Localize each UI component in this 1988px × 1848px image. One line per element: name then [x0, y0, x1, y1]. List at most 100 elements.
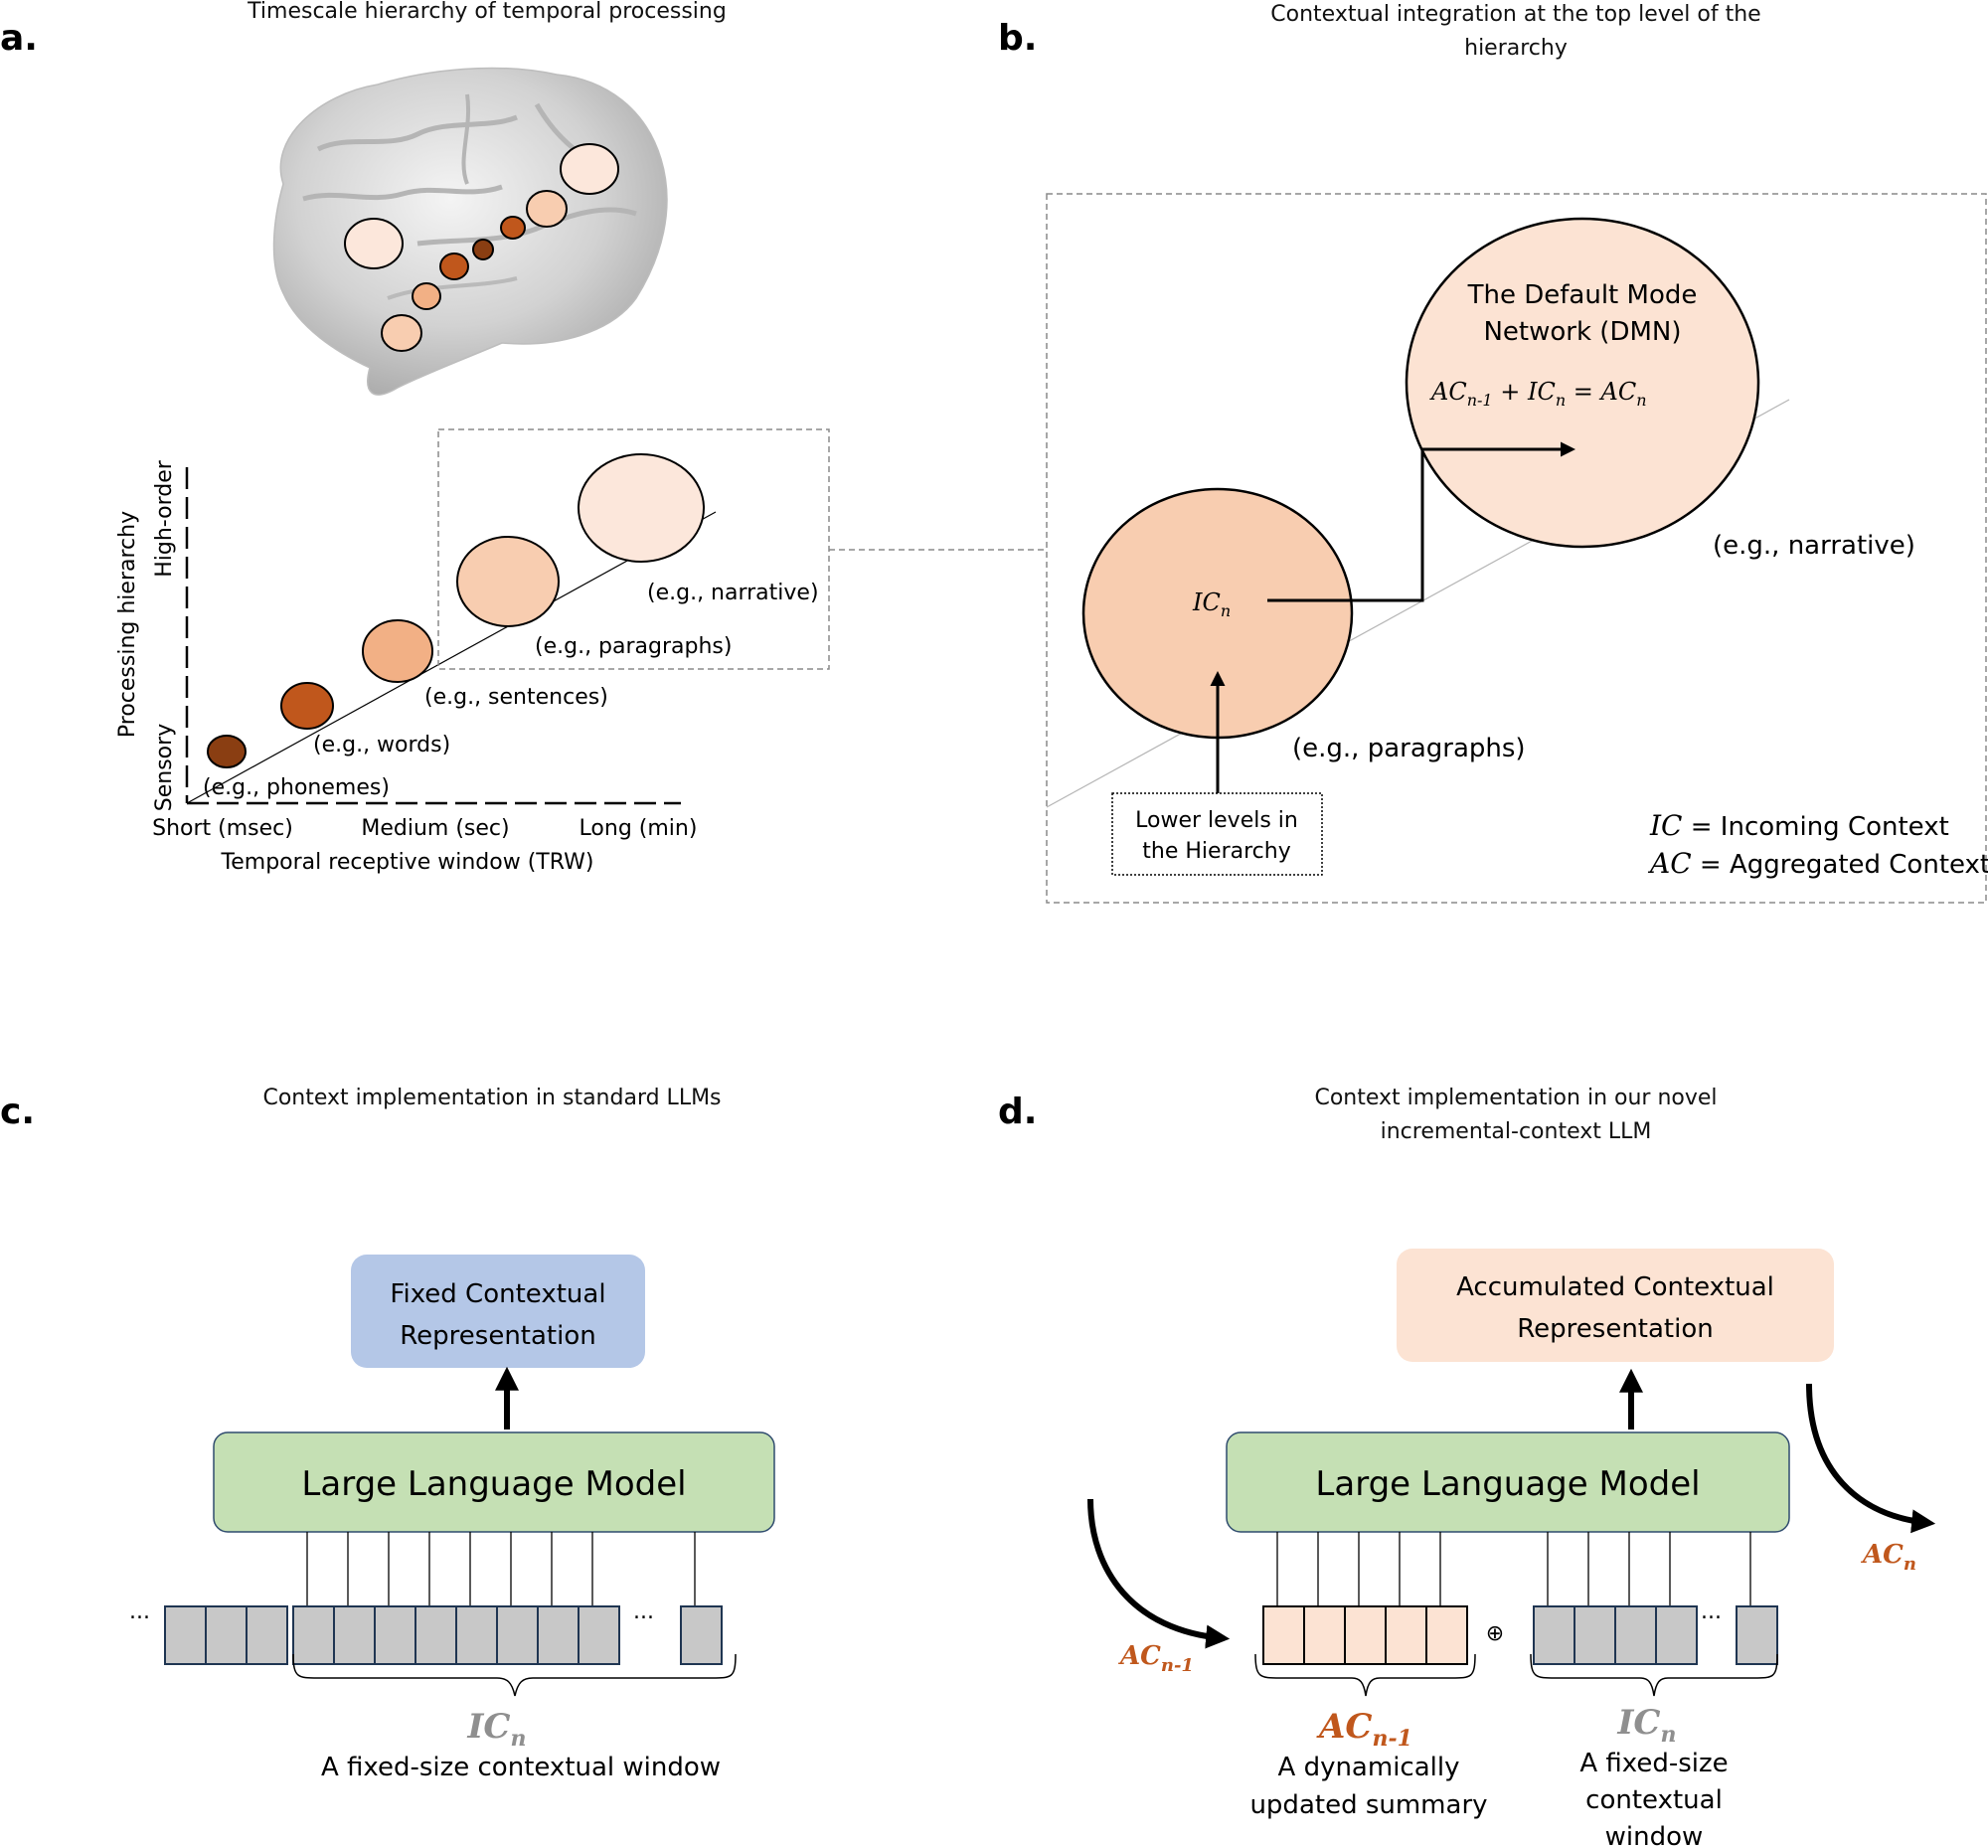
summary-token: [1425, 1605, 1468, 1665]
x-axis-label: Temporal receptive window (TRW): [221, 850, 594, 875]
summary-symbol: ACn-1: [1316, 1707, 1412, 1752]
panel-c: c. Context implementation in standard LL…: [0, 1086, 775, 1782]
y-axis-low: Sensory: [152, 724, 177, 811]
summary-token: [1385, 1605, 1427, 1665]
level-sentences-label: (e.g., sentences): [424, 685, 608, 710]
level-words-circle: [280, 682, 334, 730]
window-desc-d-line2: contextual: [1585, 1785, 1723, 1815]
level-phonemes-label: (e.g., phonemes): [203, 775, 390, 800]
level-narrative-label: (e.g., narrative): [647, 581, 819, 605]
context-token: [680, 1605, 723, 1665]
paragraphs-label: (e.g., paragraphs): [1292, 734, 1526, 763]
fixed-representation-line1: Fixed Contextual: [390, 1279, 605, 1309]
ac-output-arrow: [1806, 1383, 1936, 1534]
x-tick-short: Short (msec): [152, 816, 293, 841]
token-ellipsis-right: ...: [633, 1599, 654, 1624]
panel-b-title-line1: Contextual integration at the top level …: [1270, 2, 1760, 27]
summary-desc-line2: updated summary: [1249, 1790, 1487, 1820]
ac-output-label: ACn: [1860, 1540, 1916, 1575]
panel-b-letter: b.: [998, 18, 1037, 59]
level-phonemes: (e.g., phonemes): [203, 735, 390, 800]
lower-levels-box: [1111, 792, 1323, 876]
context-token: [374, 1605, 416, 1665]
context-token: [246, 1605, 288, 1665]
panel-a: a. Timescale hierarchy of temporal proce…: [0, 0, 1047, 875]
brain-illustration: [272, 67, 668, 396]
llm-box-c: [213, 1431, 775, 1533]
panel-d-title-line1: Context implementation in our novel: [1314, 1086, 1717, 1110]
summary-token: [1262, 1605, 1305, 1665]
x-tick-medium: Medium (sec): [361, 816, 509, 841]
fixed-representation-box: [351, 1255, 645, 1368]
window-symbol-c: ICn: [467, 1707, 527, 1752]
panel-c-letter: c.: [0, 1092, 35, 1132]
window-token: [1614, 1605, 1657, 1665]
context-token: [333, 1605, 376, 1665]
panel-b: b. Contextual integration at the top lev…: [998, 2, 1988, 904]
level-narrative-circle: [578, 453, 705, 563]
panel-d: d. Context implementation in our novel i…: [998, 1086, 1936, 1848]
context-token: [496, 1605, 539, 1665]
context-token: [455, 1605, 498, 1665]
ac-prev-input-arrow: [1087, 1498, 1231, 1649]
y-axis-label: Processing hierarchy: [115, 511, 140, 738]
window-desc-d-line1: A fixed-size: [1579, 1749, 1728, 1778]
token-ellipsis-d: ...: [1701, 1599, 1722, 1624]
panel-d-letter: d.: [998, 1092, 1037, 1132]
window-desc-c: A fixed-size contextual window: [321, 1753, 721, 1782]
window-token: [1533, 1605, 1575, 1665]
window-token-sequence-d: [1533, 1532, 1778, 1665]
accumulated-representation-line2: Representation: [1517, 1314, 1713, 1344]
accumulated-representation-line1: Accumulated Contextual: [1456, 1272, 1774, 1302]
token-ellipsis-left: ...: [129, 1599, 150, 1624]
window-token: [1736, 1605, 1778, 1665]
dmn-label-line1: The Default Mode: [1467, 280, 1698, 310]
x-tick-long: Long (min): [580, 816, 698, 841]
ic-to-dmn-arrow: [1267, 441, 1575, 602]
llm-box-d: [1226, 1431, 1790, 1533]
concat-symbol: ⊕: [1486, 1621, 1504, 1646]
ic-symbol: ICn: [1192, 588, 1231, 620]
legend-ic: IC = Incoming Context: [1649, 809, 1949, 842]
window-token: [1655, 1605, 1698, 1665]
llm-label-d: Large Language Model: [1315, 1464, 1700, 1504]
summary-token: [1303, 1605, 1346, 1665]
context-token: [292, 1605, 335, 1665]
context-token: [164, 1605, 207, 1665]
dmn-equation: ACn-1 + ICn = ACn: [1429, 378, 1647, 410]
y-axis-high: High-order: [152, 459, 177, 578]
level-words-label: (e.g., words): [313, 733, 450, 757]
level-paragraphs-circle: [456, 536, 560, 627]
summary-brace: [1254, 1653, 1476, 1697]
summary-token-sequence: [1262, 1532, 1468, 1665]
dmn-circle: [1405, 217, 1760, 549]
token-sequence-c: [164, 1532, 723, 1665]
context-token: [414, 1605, 457, 1665]
zoom-detail-box: [1046, 193, 1987, 904]
fixed-representation-line2: Representation: [400, 1321, 595, 1351]
dmn-label-line2: Network (DMN): [1483, 317, 1681, 347]
context-token: [537, 1605, 580, 1665]
panel-b-title-line2: hierarchy: [1464, 36, 1568, 61]
ac-prev-input-label: ACn-1: [1117, 1641, 1194, 1676]
window-brace-c: [292, 1653, 737, 1697]
panel-d-title-line2: incremental-context LLM: [1381, 1119, 1652, 1144]
level-sentences: (e.g., sentences): [362, 619, 608, 710]
level-paragraphs-label: (e.g., paragraphs): [535, 634, 732, 659]
panel-c-title: Context implementation in standard LLMs: [262, 1086, 721, 1110]
level-narrative: (e.g., narrative): [578, 453, 819, 605]
legend-ac: AC = Aggregated Context: [1647, 847, 1988, 880]
narrative-label: (e.g., narrative): [1713, 531, 1915, 561]
window-symbol-d: ICn: [1617, 1703, 1677, 1748]
window-brace-d: [1530, 1653, 1778, 1697]
summary-token: [1344, 1605, 1387, 1665]
level-words: (e.g., words): [280, 682, 450, 757]
panel-a-letter: a.: [0, 18, 38, 59]
level-sentences-circle: [362, 619, 433, 683]
window-token: [1574, 1605, 1616, 1665]
summary-desc-line1: A dynamically: [1278, 1753, 1460, 1782]
level-paragraphs: (e.g., paragraphs): [456, 536, 732, 659]
context-token: [578, 1605, 620, 1665]
panel-a-title: Timescale hierarchy of temporal processi…: [247, 0, 727, 24]
